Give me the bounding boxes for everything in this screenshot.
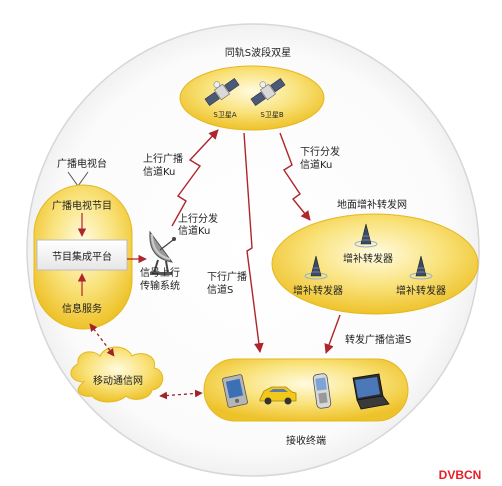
uplink-system-line2: 传输系统 <box>140 279 180 292</box>
satellite-b-icon <box>250 77 286 107</box>
downlink-s-arrow <box>243 132 264 353</box>
repeater-tower-icon <box>354 223 378 248</box>
repeater-label-2: 增补转发器 <box>293 284 343 297</box>
mobile-network-label: 移动通信网 <box>93 374 143 387</box>
downlink-s-line2: 信道S <box>207 283 233 296</box>
mobile-terminal-dashed-link <box>159 389 203 400</box>
uplink-system-line1: 信号上行 <box>140 266 180 279</box>
uplink-lightning-arrow <box>171 129 219 227</box>
station-mobile-dashed-link <box>89 323 115 357</box>
station-program: 广播电视节目 <box>52 199 112 212</box>
terminals-capsule <box>203 358 409 422</box>
mobile-phone-icon <box>312 373 332 409</box>
satellite-dish-icon <box>149 230 176 275</box>
repeater-tower-icon <box>409 255 433 280</box>
watermark: DVBCN <box>439 468 482 482</box>
repeater-tower-icon <box>304 255 328 280</box>
uplink-ku-line2: 信道Ku <box>143 165 175 178</box>
laptop-icon <box>352 373 390 410</box>
uplink-dist-ku-line2: 信道Ku <box>178 224 210 237</box>
terminals-group: 接收终端 <box>203 358 409 447</box>
satellite-a-icon <box>204 77 240 107</box>
downlink-dist-ku-line2: 信道Ku <box>300 158 332 171</box>
repeater-label-3: 增补转发器 <box>396 284 446 297</box>
car-icon <box>259 386 297 405</box>
ground-network-title: 地面增补转发网 <box>337 198 407 211</box>
uplink-ku-line1: 上行广播 <box>143 152 183 165</box>
satellite-a-label: S卫星A <box>213 111 236 119</box>
relay-s-label: 转发广播信道S <box>345 333 411 346</box>
ground-network-group: 地面增补转发网 增补转发器 增补转发器 增补转发器 <box>271 198 479 315</box>
repeater-label-1: 增补转发器 <box>343 252 393 265</box>
satellites-title: 同轨S波段双星 <box>225 46 291 59</box>
downlink-dist-lightning-arrow <box>279 132 311 221</box>
relay-s-arrow <box>324 314 341 354</box>
satellite-group: 同轨S波段双星 S卫星A S卫星B <box>179 46 325 131</box>
downlink-dist-ku-line1: 下行分发 <box>300 145 340 158</box>
station-platform: 节目集成平台 <box>52 250 112 263</box>
downlink-s-line1: 下行广播 <box>207 270 247 283</box>
station-info: 信息服务 <box>62 302 102 315</box>
ground-network-ellipse <box>271 213 479 315</box>
station-top-label: 广播电视台 <box>57 157 107 170</box>
mobile-network-cloud <box>70 346 164 403</box>
station-group: 广播电视台 广播电视节目 节目集成平台 信息服务 <box>33 157 147 330</box>
terminals-label: 接收终端 <box>286 434 326 447</box>
uplink-dist-ku-line1: 上行分发 <box>178 212 218 225</box>
platform-box <box>36 239 128 271</box>
satellite-b-label: S卫星B <box>260 111 283 119</box>
pda-icon <box>222 374 248 408</box>
